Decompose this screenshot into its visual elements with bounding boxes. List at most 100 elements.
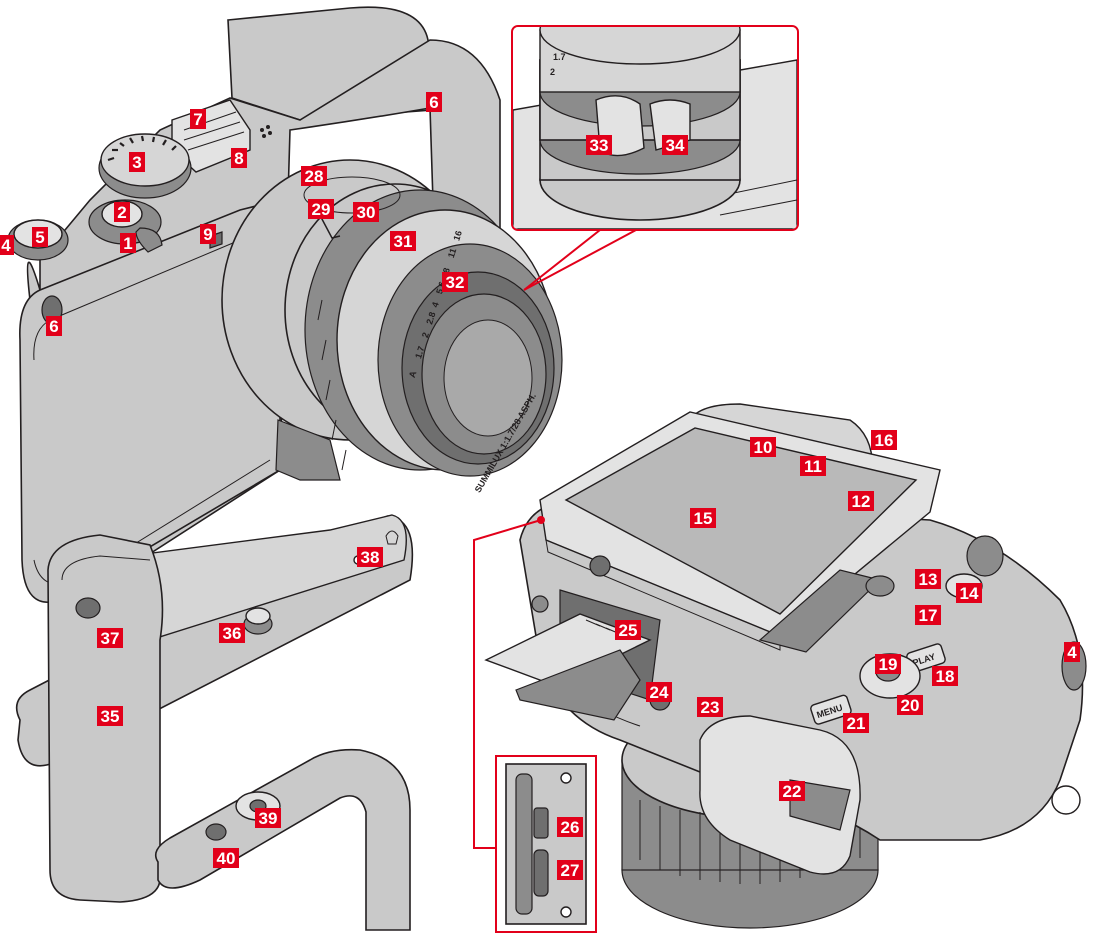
function-button-rear[interactable] bbox=[865, 575, 895, 597]
callout-number: 28 bbox=[305, 167, 324, 186]
callout-27: 27 bbox=[557, 860, 583, 880]
callout-7: 7 bbox=[190, 109, 206, 129]
lens-assembly: A 1.7 2 2.8 4 5.6 8 11 16 SUMMILUX 1:1.7… bbox=[221, 159, 563, 494]
callout-4a: 4 bbox=[0, 235, 14, 255]
aperture-value: 11 bbox=[446, 247, 458, 259]
callout-37: 37 bbox=[97, 628, 123, 648]
callout-12: 12 bbox=[848, 491, 874, 511]
callout-box bbox=[915, 569, 941, 589]
lens-glass-inner bbox=[443, 319, 533, 437]
callout-number: 32 bbox=[446, 273, 465, 292]
aperture-auto-mark: A bbox=[407, 369, 419, 379]
callout-9: 9 bbox=[200, 224, 216, 244]
callout-number: 22 bbox=[783, 782, 802, 801]
callout-16: 16 bbox=[871, 430, 897, 450]
connectors-inset bbox=[473, 516, 597, 933]
callout-20: 20 bbox=[897, 695, 923, 715]
rear-lcd-screen[interactable] bbox=[564, 427, 918, 615]
connector-screw-top bbox=[560, 772, 572, 784]
callout-18: 18 bbox=[932, 666, 958, 686]
callout-6b: 6 bbox=[46, 316, 62, 336]
rear-strap-lug-right bbox=[1051, 785, 1081, 815]
callout-number: 7 bbox=[193, 110, 202, 129]
camera-rear-view: PLAY MENU bbox=[484, 403, 1087, 929]
callout-31: 31 bbox=[390, 231, 416, 251]
callout-29: 29 bbox=[308, 199, 334, 219]
rear-thumbwheel[interactable] bbox=[966, 535, 1004, 577]
callout-17: 17 bbox=[915, 605, 941, 625]
callout-number: 8 bbox=[234, 149, 243, 168]
inset-pointer-line-2 bbox=[523, 229, 637, 291]
callout-4b: 4 bbox=[1064, 642, 1080, 662]
callout-box bbox=[46, 316, 62, 336]
callout-number: 21 bbox=[847, 714, 866, 733]
callout-number: 19 bbox=[879, 655, 898, 674]
callout-number: 16 bbox=[875, 431, 894, 450]
callout-number: 17 bbox=[919, 606, 938, 625]
callout-box bbox=[129, 152, 145, 172]
callout-box bbox=[353, 202, 379, 222]
callout-box bbox=[956, 583, 982, 603]
card-door[interactable] bbox=[515, 649, 641, 721]
rear-tripod-thread bbox=[589, 555, 611, 577]
callout-number: 40 bbox=[217, 849, 236, 868]
callout-21: 21 bbox=[843, 713, 869, 733]
callout-box bbox=[308, 199, 334, 219]
callout-number: 11 bbox=[804, 457, 822, 476]
camera-front-view: A 1.7 2 2.8 4 5.6 8 11 16 SUMMILUX 1:1.7… bbox=[7, 6, 563, 603]
callout-number: 33 bbox=[590, 136, 609, 155]
grip-top-surface bbox=[59, 514, 407, 641]
callout-number: 10 bbox=[754, 438, 773, 457]
connector-screw-bottom bbox=[560, 906, 572, 918]
callout-box bbox=[301, 166, 327, 186]
macro-detail-inset: 1.7 2 bbox=[511, 25, 799, 291]
aperture-value: 16 bbox=[451, 229, 464, 242]
main-switch-lever[interactable] bbox=[135, 227, 163, 253]
callout-number: 6 bbox=[429, 93, 438, 112]
aperture-value: 2.8 bbox=[424, 311, 437, 326]
callout-number: 38 bbox=[361, 548, 380, 567]
callout-box bbox=[800, 456, 826, 476]
callout-box bbox=[32, 227, 48, 247]
connector-cover bbox=[515, 773, 533, 915]
svg-text:2: 2 bbox=[550, 67, 555, 77]
callout-box bbox=[255, 808, 281, 828]
callout-5: 5 bbox=[32, 227, 48, 247]
callout-10: 10 bbox=[750, 437, 776, 457]
finger-loop bbox=[154, 748, 411, 931]
callout-number: 1 bbox=[123, 234, 132, 253]
callout-box bbox=[557, 860, 583, 880]
callout-number: 31 bbox=[394, 232, 413, 251]
aperture-scale: A 1.7 2 2.8 4 5.6 8 11 16 bbox=[407, 229, 464, 379]
callout-25: 25 bbox=[615, 620, 641, 640]
inset-pointer-line-1 bbox=[523, 229, 601, 291]
callout-box bbox=[779, 781, 805, 801]
menu-button[interactable] bbox=[810, 694, 852, 725]
callout-24: 24 bbox=[646, 682, 672, 702]
callout-box bbox=[0, 235, 14, 255]
callout-box bbox=[231, 148, 247, 168]
callout-28: 28 bbox=[301, 166, 327, 186]
callout-box bbox=[97, 706, 123, 726]
callout-number: 29 bbox=[312, 200, 331, 219]
aperture-value: 2 bbox=[420, 331, 431, 339]
microphone-dots bbox=[260, 125, 272, 138]
finger-loop-thread bbox=[205, 823, 227, 841]
callout-number: 34 bbox=[666, 136, 685, 155]
callout-box bbox=[897, 695, 923, 715]
callout-number: 26 bbox=[561, 818, 580, 837]
callout-box bbox=[662, 135, 688, 155]
callout-39: 39 bbox=[255, 808, 281, 828]
callout-box bbox=[646, 682, 672, 702]
lens-top-ring bbox=[303, 176, 401, 214]
finger-loop-body bbox=[154, 748, 411, 931]
callout-box bbox=[219, 623, 245, 643]
callout-number: 23 bbox=[701, 698, 720, 717]
usb-c-port bbox=[533, 849, 549, 897]
callout-box bbox=[390, 231, 416, 251]
callout-number: 9 bbox=[203, 225, 212, 244]
callout-33: 33 bbox=[586, 135, 612, 155]
aperture-value: 8 bbox=[441, 266, 452, 274]
hdmi-port bbox=[533, 807, 549, 839]
